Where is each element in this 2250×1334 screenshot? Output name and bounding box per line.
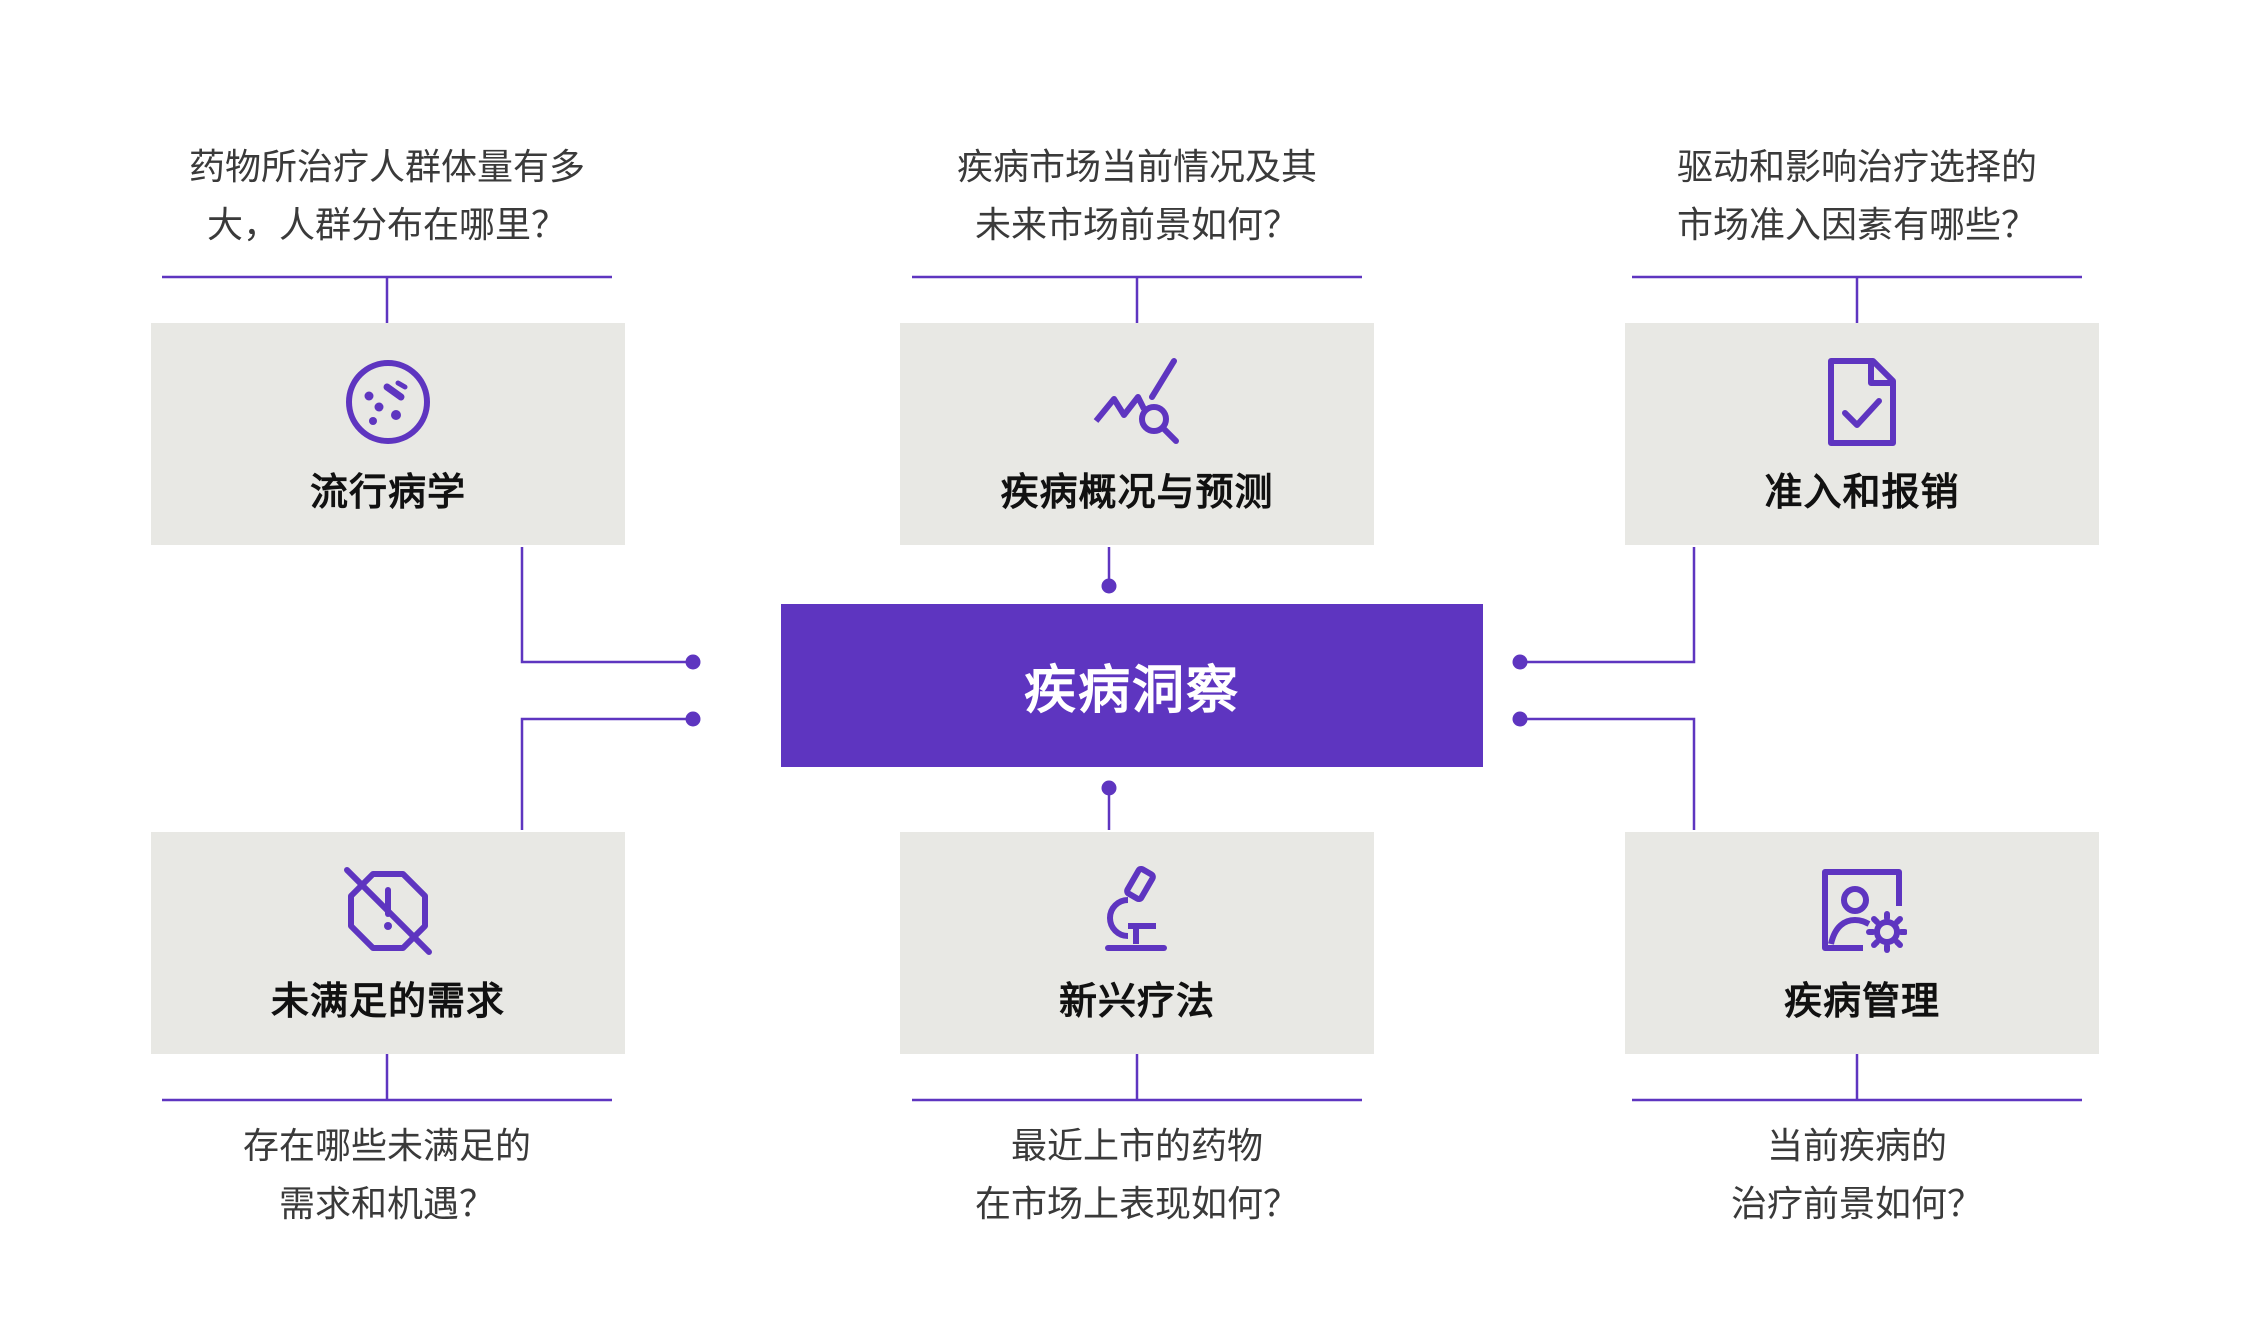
- question-line: 疾病市场当前情况及其: [956, 147, 1317, 188]
- question-line: 在市场上表现如何？: [974, 1184, 1299, 1225]
- box-label: 流行病学: [309, 470, 466, 514]
- box-label: 新兴疗法: [1058, 979, 1215, 1023]
- document-check-icon: [1828, 358, 1896, 446]
- question-line: 最近上市的药物: [1010, 1126, 1263, 1167]
- profile-settings-icon: [1822, 869, 1907, 953]
- alert-blocked-icon: [344, 867, 432, 955]
- box-disease-management: 疾病管理: [1625, 832, 2099, 1054]
- question-line: 需求和机遇？: [278, 1184, 495, 1225]
- question-epidemiology: 药物所治疗人群体量有多 大，人群分布在哪里？: [127, 139, 647, 255]
- box-epidemiology: 流行病学: [151, 323, 625, 545]
- box-label: 疾病概况与预测: [1000, 470, 1274, 514]
- question-disease-overview: 疾病市场当前情况及其 未来市场前景如何？: [877, 139, 1397, 255]
- question-line: 市场准入因素有哪些？: [1676, 205, 2037, 246]
- question-line: 大，人群分布在哪里？: [206, 205, 567, 246]
- box-access: 准入和报销: [1625, 323, 2099, 545]
- question-line: 当前疾病的: [1766, 1126, 1947, 1167]
- bacteria-icon: [346, 360, 430, 444]
- question-line: 药物所治疗人群体量有多: [188, 147, 585, 188]
- box-emerging-therapies: 新兴疗法: [900, 832, 1374, 1054]
- question-unmet-needs: 存在哪些未满足的 需求和机遇？: [127, 1118, 647, 1234]
- question-line: 驱动和影响治疗选择的: [1676, 147, 2037, 188]
- box-label: 疾病管理: [1783, 979, 1940, 1023]
- center-node: 疾病洞察: [781, 604, 1483, 767]
- center-label: 疾病洞察: [1023, 661, 1240, 721]
- box-label: 未满足的需求: [270, 979, 505, 1023]
- question-emerging-therapies: 最近上市的药物 在市场上表现如何？: [877, 1118, 1397, 1234]
- question-disease-management: 当前疾病的 治疗前景如何？: [1597, 1118, 2117, 1234]
- microscope-icon: [1105, 866, 1167, 951]
- question-access: 驱动和影响治疗选择的 市场准入因素有哪些？: [1597, 139, 2117, 255]
- question-line: 存在哪些未满足的: [242, 1126, 531, 1167]
- box-label: 准入和报销: [1764, 470, 1960, 514]
- question-line: 治疗前景如何？: [1730, 1184, 1983, 1225]
- box-unmet-needs: 未满足的需求: [151, 832, 625, 1054]
- question-line: 未来市场前景如何？: [974, 205, 1299, 246]
- box-disease-overview: 疾病概况与预测: [900, 323, 1374, 545]
- trend-search-icon: [1093, 358, 1179, 444]
